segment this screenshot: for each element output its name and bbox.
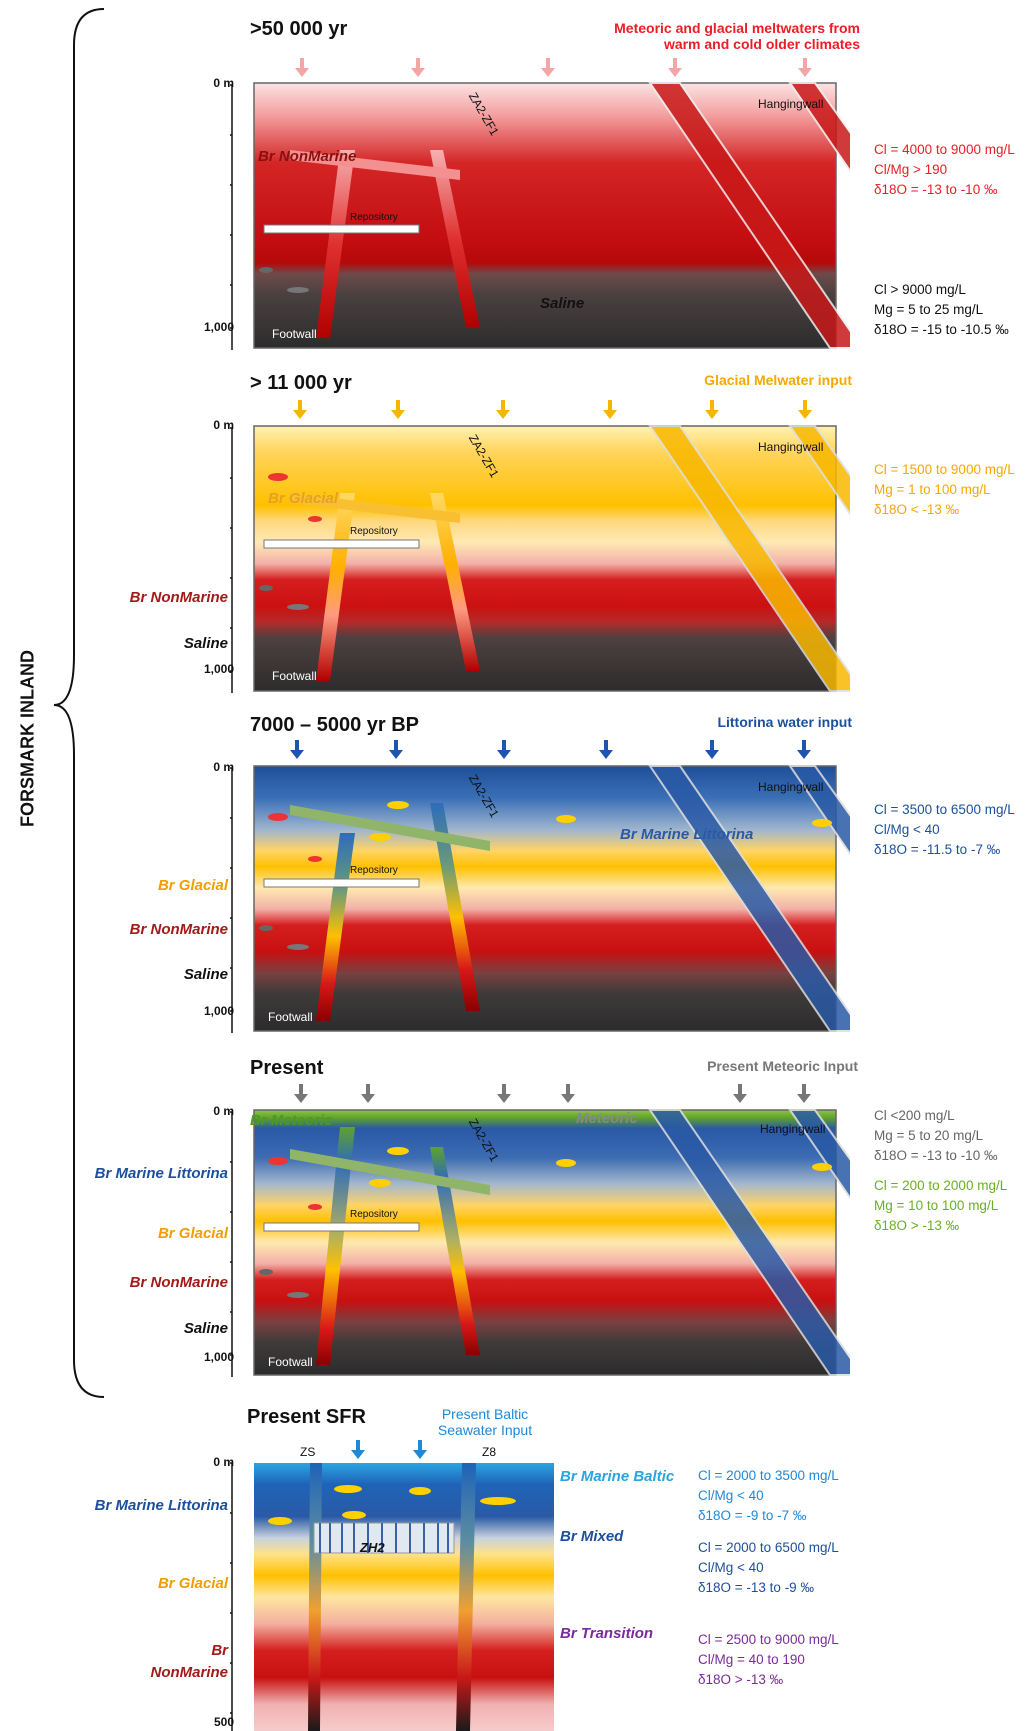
panel-1-hangingwall: Hangingwall xyxy=(758,97,824,111)
panel-3-tick-1000: 1,000 xyxy=(203,1004,234,1018)
panel-2-tick-0: 0 m xyxy=(213,418,234,432)
panel-4-side-3: Saline xyxy=(183,1320,228,1337)
panel-3-section: Repository xyxy=(230,765,850,1033)
panel-4-meteoric: Meteoric xyxy=(576,1110,638,1127)
panel-2-hangingwall: Hangingwall xyxy=(758,440,824,454)
panel-3-side-2: Saline xyxy=(183,966,228,983)
panel-5-section xyxy=(230,1462,554,1731)
panel-2-input-label: Glacial Melwater input xyxy=(704,372,852,388)
panel-4-br-meteoric: Br Meteoric xyxy=(250,1112,333,1129)
panel-4-input-label: Present Meteoric Input xyxy=(707,1058,858,1074)
panel-4-tick-0: 0 m xyxy=(213,1104,234,1118)
svg-text:Repository: Repository xyxy=(350,1209,398,1220)
panel-4-title: Present xyxy=(250,1057,324,1079)
panel-4-tick-1000: 1,000 xyxy=(203,1350,234,1364)
svg-text:Repository: Repository xyxy=(350,865,398,876)
panel-5-zone-zs: ZS xyxy=(300,1445,316,1459)
panel-5-title: Present SFR xyxy=(247,1406,366,1428)
panel-5-side-1: Br Glacial xyxy=(157,1575,228,1592)
panel-1-tick-1000: 1,000 xyxy=(203,320,234,334)
panel-4-hangingwall: Hangingwall xyxy=(760,1122,826,1136)
svg-text:Repository: Repository xyxy=(350,526,398,537)
panel-3-tick-0: 0 m xyxy=(213,760,234,774)
panel-3-side-1: Br NonMarine xyxy=(129,921,228,938)
panel-3-side-0: Br Glacial xyxy=(157,877,228,894)
svg-text:Repository: Repository xyxy=(350,212,398,223)
panel-3-input-label: Littorina water input xyxy=(717,714,852,730)
panel-5-tick-500: 500 xyxy=(213,1715,234,1729)
panel-1-br-nonmarine: Br NonMarine xyxy=(258,148,357,165)
panel-4-side-1: Br Glacial xyxy=(157,1225,228,1242)
panel-3-hangingwall: Hangingwall xyxy=(758,780,824,794)
panel-1-tick-0: 0 m xyxy=(213,76,234,90)
panel-5-input-label: Present Baltic Seawater Input xyxy=(437,1406,533,1438)
panel-5-side-0: Br Marine Littorina xyxy=(94,1497,228,1514)
panel-5-zone-zh2: ZH2 xyxy=(360,1540,385,1555)
panel-4-side-0: Br Marine Littorina xyxy=(94,1165,228,1182)
panel-1-title: >50 000 yr xyxy=(250,18,348,40)
panel-1-footwall: Footwall xyxy=(272,327,317,341)
panel-5-side-2: Br NonMarine xyxy=(150,1642,228,1681)
panel-5-right-2: Br Transition xyxy=(560,1625,654,1642)
panel-5-right-1: Br Mixed xyxy=(560,1528,624,1545)
panel-2-br-glacial: Br Glacial xyxy=(268,490,339,507)
panel-2-footwall: Footwall xyxy=(272,669,317,683)
panel-5-tick-0: 0 m xyxy=(213,1455,234,1469)
panel-5-zone-z8: Z8 xyxy=(482,1445,497,1459)
panel-3-footwall: Footwall xyxy=(268,1010,313,1024)
panel-4-footwall: Footwall xyxy=(268,1355,313,1369)
panel-4-side-2: Br NonMarine xyxy=(129,1274,228,1291)
panel-1-section: Repository xyxy=(230,82,850,350)
panel-1-saline: Saline xyxy=(540,295,585,312)
panel-3-title: 7000 – 5000 yr BP xyxy=(250,714,420,736)
inland-brace xyxy=(53,8,105,1398)
panel-1-input-label: Meteoric and glacial meltwaters from war… xyxy=(614,20,860,52)
panel-2-title: > 11 000 yr xyxy=(250,372,352,394)
panel-4-section: Repository xyxy=(230,1109,850,1377)
panel-2-side-0: Br NonMarine xyxy=(129,589,228,606)
panel-2-side-1: Saline xyxy=(183,635,228,652)
panel-5-right-0: Br Marine Baltic xyxy=(560,1468,675,1485)
panel-2-section: Repository xyxy=(230,425,850,693)
panel-2-tick-1000: 1,000 xyxy=(203,662,234,676)
panel-3-br-marine-littorina: Br Marine Littorina xyxy=(620,826,754,843)
